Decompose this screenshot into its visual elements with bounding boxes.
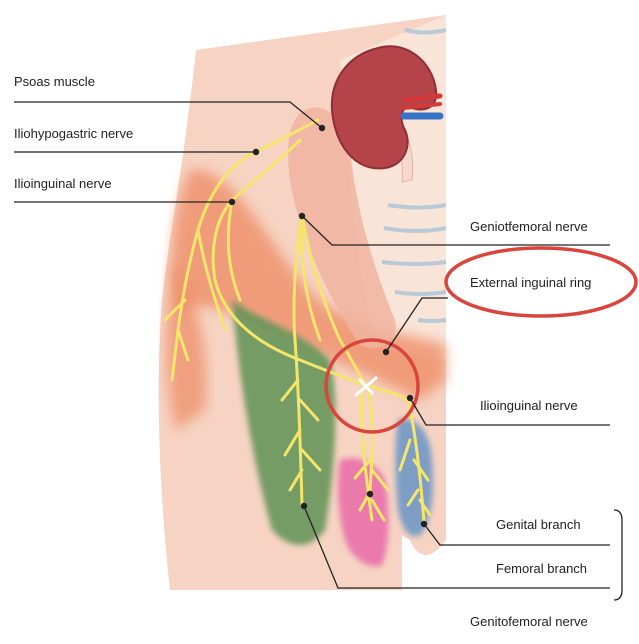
label-ilioinguinal-nerve-right: Ilioinguinal nerve bbox=[480, 398, 578, 413]
label-iliohypogastric-nerve: Iliohypogastric nerve bbox=[14, 126, 133, 141]
label-genital-branch: Genital branch bbox=[496, 517, 581, 532]
label-femoral-branch: Femoral branch bbox=[496, 561, 587, 576]
leader-dots bbox=[228, 124, 428, 528]
leader-lines bbox=[14, 101, 610, 589]
rib-lines bbox=[381, 28, 447, 323]
label-geniofemoral-nerve: Geniotfemoral nerve bbox=[470, 219, 588, 234]
label-genitofemoral-nerve: Genitofemoral nerve bbox=[470, 614, 588, 629]
label-ilioinguinal-nerve-top: Ilioinguinal nerve bbox=[14, 176, 112, 191]
label-highlight-ellipse bbox=[444, 246, 638, 318]
external-ring-marker bbox=[354, 376, 378, 397]
kidney bbox=[330, 45, 438, 170]
ring-highlight-circle bbox=[324, 338, 420, 434]
pink-area bbox=[337, 458, 389, 567]
psoas-muscle-shape bbox=[288, 107, 396, 349]
flank-shade bbox=[166, 260, 207, 430]
branch-bracket bbox=[613, 509, 623, 601]
label-external-inguinal-ring: External inguinal ring bbox=[470, 275, 591, 290]
green-area bbox=[232, 300, 336, 545]
renal-vessels bbox=[400, 93, 444, 120]
label-psoas-muscle: Psoas muscle bbox=[14, 74, 95, 89]
nerves bbox=[163, 118, 432, 524]
